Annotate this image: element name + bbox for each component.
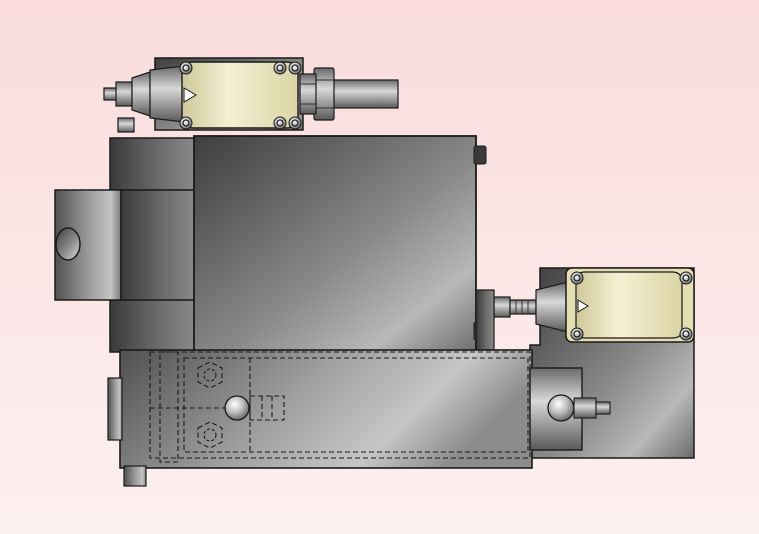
port-icon (224, 395, 250, 421)
switch-body (575, 271, 683, 339)
screw-icon (570, 327, 584, 341)
top-limit-switch (103, 57, 399, 133)
drain-plug (123, 465, 147, 487)
side-boss (54, 189, 197, 301)
screw-icon (288, 116, 302, 130)
pilot-port-icon (547, 394, 575, 422)
set-screw (117, 117, 135, 133)
screw-icon (288, 61, 302, 75)
actuator-rod (329, 79, 399, 109)
side-cover (107, 377, 123, 441)
screw-icon (179, 61, 193, 75)
plunger-nut (509, 299, 537, 315)
screw-icon (179, 116, 193, 130)
hex-nut (313, 67, 335, 121)
spacer-block (475, 289, 495, 351)
hidden-lines (149, 351, 531, 463)
screw-icon (679, 327, 693, 341)
fastener (473, 145, 487, 165)
switch-head (149, 65, 185, 123)
screw-icon (570, 271, 584, 285)
main-housing-block (193, 135, 495, 357)
plunger-cap (493, 296, 511, 318)
right-limit-switch (493, 267, 695, 343)
screw-icon (679, 271, 693, 285)
bottom-valve-body (107, 349, 611, 487)
switch-head (535, 281, 569, 333)
screw-icon (273, 116, 287, 130)
bore-hole (55, 227, 81, 261)
screw-icon (273, 61, 287, 75)
fitting (573, 397, 597, 419)
